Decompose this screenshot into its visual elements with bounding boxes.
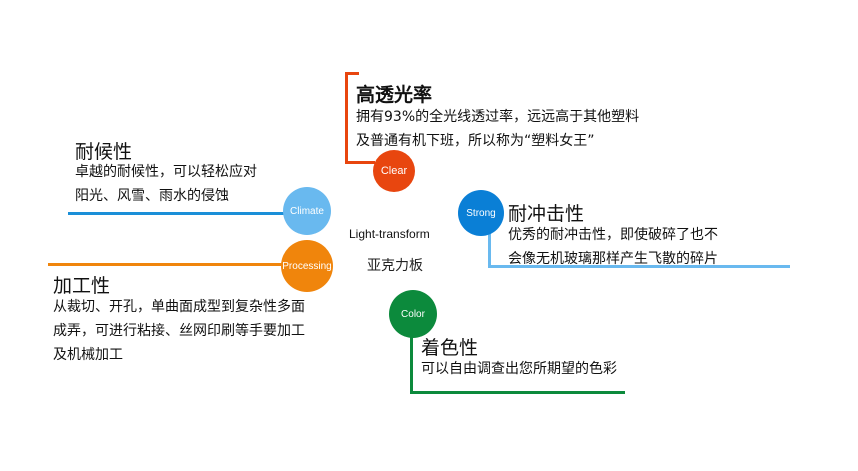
strong-desc-line: 会像无机玻璃那样产生飞散的碎片 [508,251,718,267]
climate-desc-line: 阳光、风雪、雨水的侵蚀 [75,188,229,204]
center-label-zh: 亚克力板 [367,258,423,274]
clear-desc-line: 拥有93%的全光线透过率，远远高于其他塑料 [356,109,640,125]
processing-desc-line: 从裁切、开孔，单曲面成型到复杂性多面 [53,299,305,315]
strong-title: 耐冲击性 [508,203,585,225]
processing-desc: 从裁切、开孔，单曲面成型到复杂性多面 成弄，可进行粘接、丝网印刷等手要加工 及机… [53,295,305,367]
strong-bracket-bottom [488,265,790,268]
clear-bracket-vertical [345,72,348,164]
processing-title: 加工性 [53,275,111,297]
color-circle-label: Color [401,308,425,320]
strong-desc: 优秀的耐冲击性，即使破碎了也不 会像无机玻璃那样产生飞散的碎片 [508,223,718,271]
strong-bracket-vertical [488,226,491,268]
color-desc: 可以自由调查出您所期望的色彩 [421,357,617,381]
processing-circle-label: Processing [282,260,332,272]
strong-desc-line: 优秀的耐冲击性，即使破碎了也不 [508,227,718,243]
color-bracket-vertical [410,336,413,394]
processing-desc-line: 成弄，可进行粘接、丝网印刷等手要加工 [53,323,305,339]
strong-circle: Strong [458,190,504,236]
clear-circle-label: Clear [380,165,408,177]
climate-desc-line: 卓越的耐候性，可以轻松应对 [75,164,257,180]
color-title: 着色性 [421,337,479,359]
strong-circle-label: Strong [466,207,496,219]
climate-circle: Climate [283,187,331,235]
processing-circle: Processing [281,240,333,292]
clear-bracket-top [345,72,359,75]
climate-line [68,212,286,215]
clear-desc: 拥有93%的全光线透过率，远远高于其他塑料 及普通有机下班，所以称为“塑料女王” [356,105,639,153]
color-desc-line: 可以自由调查出您所期望的色彩 [421,361,617,377]
processing-line [48,263,286,266]
climate-desc: 卓越的耐候性，可以轻松应对 阳光、风雪、雨水的侵蚀 [75,160,257,208]
clear-title: 高透光率 [356,84,433,106]
clear-bracket-bottom [345,161,375,164]
color-circle: Color [389,290,437,338]
center-label-en: Light-transform [349,227,430,241]
processing-desc-line: 及机械加工 [53,347,123,363]
clear-desc-line: 及普通有机下班，所以称为“塑料女王” [356,133,595,149]
color-bracket-bottom [410,391,625,394]
climate-circle-label: Climate [290,205,324,217]
clear-circle: Clear [373,150,415,192]
climate-title: 耐候性 [75,141,133,163]
